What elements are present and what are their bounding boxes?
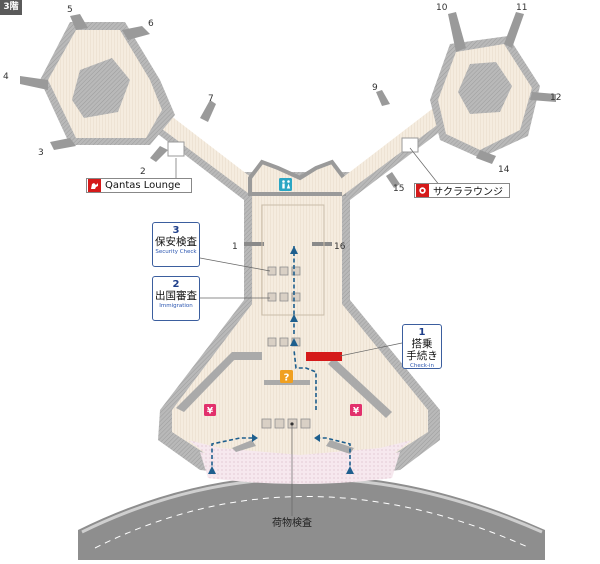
gate-15-bridge — [386, 172, 400, 188]
gate-label: 1 — [232, 242, 238, 252]
gate-label: 10 — [436, 3, 448, 13]
gate-label: 14 — [498, 165, 510, 175]
right-arm-14 — [476, 150, 496, 164]
gate-label: 4 — [3, 72, 9, 82]
apron-road — [78, 475, 545, 560]
information-icon: ? — [280, 370, 293, 384]
left-arm-5 — [70, 14, 88, 30]
gate-label: 6 — [148, 19, 154, 29]
left-gate-room — [167, 141, 185, 157]
step-immigration-box: 2 出国審査 Immigration — [152, 276, 200, 321]
step-subtitle: Check-in — [410, 363, 434, 369]
entrance-wall-left — [232, 440, 256, 452]
gate-9-bridge — [376, 90, 390, 106]
sakura-lounge-label: サクララウンジ — [414, 183, 510, 198]
left-arm-6 — [122, 26, 150, 40]
left-pier-corridor — [248, 159, 346, 196]
svg-text:¥: ¥ — [207, 407, 214, 417]
svg-text:?: ? — [284, 373, 290, 384]
qantas-lounge-label: Qantas Lounge — [86, 178, 192, 193]
yen-icon: ¥ — [350, 404, 362, 417]
jal-logo-icon — [416, 184, 429, 197]
left-pier-floor — [158, 112, 252, 196]
right-satellite-floor — [438, 44, 532, 150]
leader-lines — [175, 147, 441, 516]
step-subtitle: Security Check — [155, 249, 197, 255]
gate-label: 16 — [334, 242, 346, 252]
baggage-check-label: 荷物検査 — [272, 516, 312, 529]
qantas-lounge-name: Qantas Lounge — [105, 180, 181, 191]
step-security-box: 3 保安検査 Security Check — [152, 222, 200, 267]
gate-2-bridge — [150, 146, 168, 162]
gate-label: 12 — [550, 93, 561, 103]
left-arm-3 — [50, 138, 76, 150]
step-number: 2 — [172, 279, 180, 290]
terminal-floor — [172, 176, 428, 466]
landside-lower — [200, 452, 400, 484]
right-pier-floor — [342, 106, 444, 196]
route-arrowheads — [208, 246, 354, 474]
left-arm-4 — [20, 76, 48, 90]
right-arm-10 — [448, 12, 466, 52]
inner-corridor — [261, 204, 325, 316]
gate-label: 11 — [516, 3, 527, 13]
security-booths — [267, 266, 301, 276]
step-checkin-box: 1 搭乗 手続き Check-in — [402, 324, 442, 369]
gate-label: 3 — [38, 148, 44, 158]
checkin-counter — [306, 352, 342, 361]
step-subtitle: Immigration — [159, 303, 193, 309]
sakura-lounge-name: サクララウンジ — [433, 187, 503, 198]
step-title: 出国審査 — [155, 290, 197, 302]
right-diagonal-wall — [328, 358, 392, 418]
gate-label: 2 — [140, 167, 146, 177]
right-gate-room — [401, 137, 419, 153]
left-diagonal-wall — [176, 352, 238, 412]
gate-1-bridge — [244, 242, 264, 246]
step-number: 1 — [418, 327, 426, 338]
qantas-logo-icon — [88, 179, 101, 192]
step-title: 保安検査 — [155, 236, 197, 248]
right-arm-12 — [530, 92, 556, 102]
step-title-line1: 搭乗 — [411, 338, 433, 350]
step-number: 3 — [172, 225, 180, 236]
gate-7-bridge — [200, 100, 216, 122]
baggage-check-point — [290, 422, 294, 426]
restroom-icon — [279, 178, 292, 191]
left-satellite-floor — [48, 30, 162, 138]
left-partition — [232, 352, 262, 360]
right-arm-11 — [504, 12, 524, 48]
gate-16-bridge — [312, 242, 332, 246]
yen-icon: ¥ — [204, 404, 216, 417]
gate-label: 5 — [67, 5, 73, 15]
svg-text:¥: ¥ — [353, 407, 360, 417]
gate-label: 7 — [208, 94, 214, 104]
gate-label: 9 — [372, 83, 378, 93]
step-title-line2: 手続き — [406, 350, 438, 362]
gate-label: 15 — [393, 184, 404, 194]
entrance-wall-right — [326, 440, 354, 454]
floor-badge: 3階 — [0, 0, 22, 15]
